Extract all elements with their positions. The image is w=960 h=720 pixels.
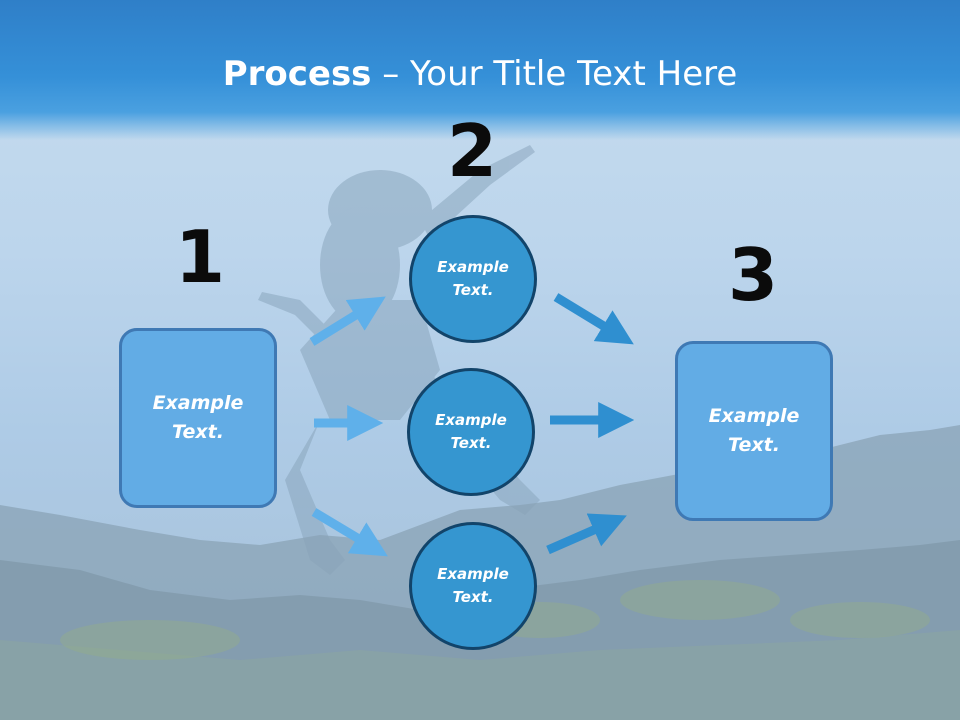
start-box-text: Example Text. — [152, 392, 244, 443]
end-box[interactable]: Example Text. — [675, 341, 833, 521]
step-number-3: 3 — [727, 233, 779, 317]
circle-middle[interactable]: Example Text. — [407, 368, 535, 496]
step-number-2: 2 — [446, 109, 498, 193]
end-box-text: Example Text. — [708, 405, 800, 456]
circle-bottom-text: Example Text. — [437, 565, 509, 606]
circle-top[interactable]: Example Text. — [409, 215, 537, 343]
step-number-1: 1 — [174, 215, 226, 299]
circle-bottom[interactable]: Example Text. — [409, 522, 537, 650]
arrow-top-to-right — [553, 293, 634, 345]
circle-middle-text: Example Text. — [435, 411, 507, 452]
arrow-left-to-top — [309, 296, 386, 346]
arrow-left-to-bottom — [311, 508, 388, 557]
circle-top-text: Example Text. — [437, 258, 509, 299]
title-bold: Process — [222, 54, 372, 94]
start-box[interactable]: Example Text. — [119, 328, 277, 508]
title-rest: – Your Title Text Here — [371, 54, 738, 94]
slide-title[interactable]: Process – Your Title Text Here — [0, 52, 960, 96]
title-bar — [0, 0, 960, 140]
arrow-bottom-to-right — [546, 513, 627, 555]
